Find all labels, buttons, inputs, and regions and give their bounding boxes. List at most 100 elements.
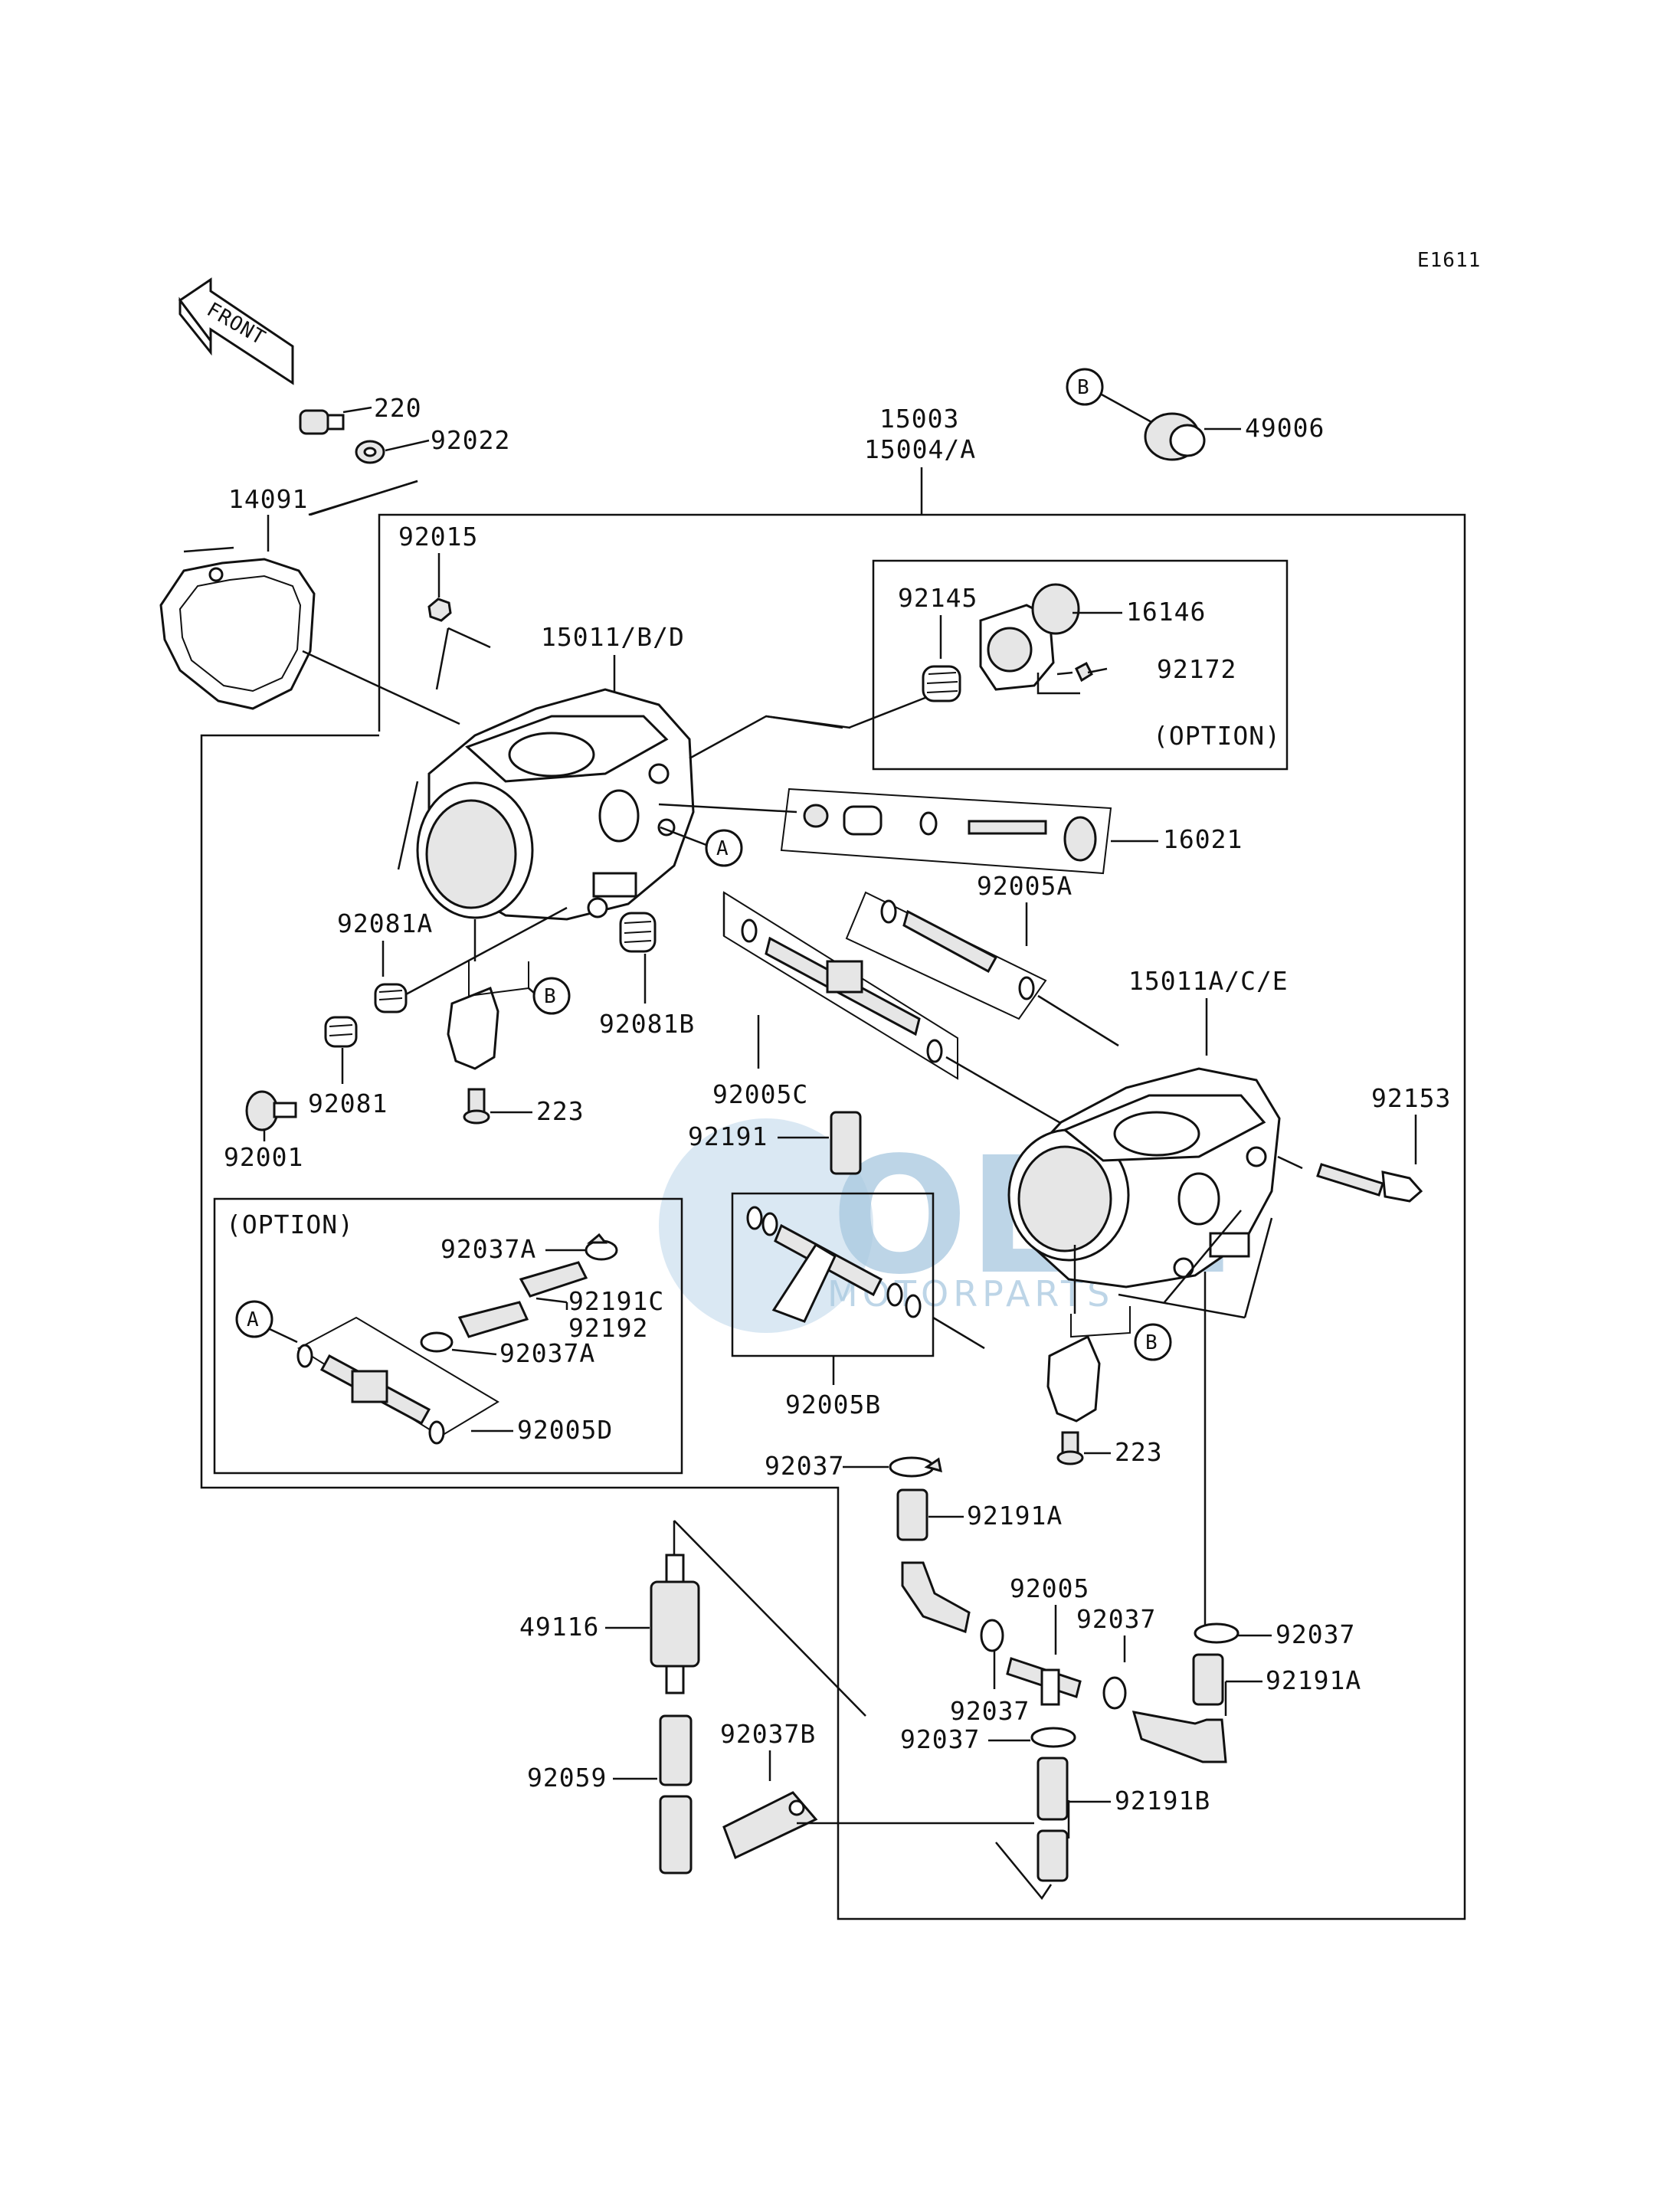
label-92037b: 92037B [720,1719,816,1749]
part-92037a-clip-2 [420,1331,454,1353]
label-92192: 92192 [568,1313,648,1343]
label-92191c: 92191C [568,1286,664,1316]
label-92081b: 92081B [599,1009,695,1039]
label-92037-5: 92037 [900,1724,980,1754]
label-92037-1: 92037 [765,1451,844,1481]
svg-text:A: A [716,837,729,860]
label-92037-2: 92037 [950,1696,1030,1726]
part-92005c-pipe [723,891,958,1080]
part-92037a-clip-1 [585,1233,618,1261]
label-92145: 92145 [898,583,978,613]
label-223b: 223 [1115,1437,1163,1467]
part-223-screw-left [463,1088,490,1125]
assembly-frame [200,467,1466,1920]
part-carburetor-left [416,688,695,921]
label-14091: 14091 [228,484,308,514]
label-92153: 92153 [1371,1083,1451,1113]
label-92005: 92005 [1010,1573,1089,1603]
part-92037-clip-5 [1030,1727,1076,1748]
label-92015: 92015 [398,522,478,552]
part-92001-bolt [245,1090,297,1131]
label-92022: 92022 [431,425,510,455]
part-bracket-right [1046,1306,1131,1423]
part-16021-shaft-kit [780,787,1112,875]
svg-text:B: B [544,985,557,1008]
diagram-code: E1611 [1417,249,1481,272]
part-92081-spring [324,1016,358,1048]
callout-b-right: B [1134,1323,1172,1361]
label-16146: 16146 [1126,597,1206,627]
callout-b-top: B [1066,368,1104,406]
option-label-bottom: (OPTION) [226,1210,354,1239]
part-223-screw-right [1056,1431,1084,1465]
option-box-top [872,559,1289,771]
part-220-bolt [299,406,372,435]
part-92005d-pipe [296,1316,499,1445]
label-92037-4: 92037 [1276,1619,1355,1649]
svg-text:B: B [1077,376,1090,399]
part-92022-washer [355,439,430,464]
label-92005d: 92005D [517,1415,613,1445]
part-92037-clip-2 [980,1619,1004,1652]
svg-text:A: A [247,1308,260,1331]
label-92005a: 92005A [977,871,1073,901]
part-bracket-left [447,961,529,1070]
label-92081a: 92081A [337,909,433,938]
label-92191a-1: 92191A [967,1501,1063,1531]
part-92153-bolt [1316,1163,1423,1203]
part-92191-tube [830,1111,862,1175]
option-label-top: (OPTION) [1153,721,1281,751]
part-92172-screw [1056,661,1108,683]
label-49006: 49006 [1245,413,1325,443]
label-92037a-1: 92037A [440,1234,536,1264]
label-92005c: 92005C [712,1079,808,1109]
label-92191b: 92191B [1115,1786,1210,1816]
label-15011ace: 15011A/C/E [1128,966,1289,996]
callout-b-left: B [532,977,571,1015]
part-92037-clip-3 [1102,1676,1127,1710]
option-box-bottom [213,1197,683,1475]
part-92081b-spring [619,912,657,953]
label-49116: 49116 [519,1612,599,1642]
part-92081a-spring [374,983,408,1013]
svg-text:B: B [1145,1331,1158,1354]
part-92192-tube [457,1301,529,1338]
part-92191b-hose [1036,1757,1069,1882]
label-92059: 92059 [527,1763,607,1793]
part-14091-cover [159,558,316,710]
part-92145-spring [922,665,961,702]
label-92001: 92001 [224,1142,303,1172]
label-92081: 92081 [308,1089,388,1118]
part-carburetor-right [1007,1067,1281,1288]
front-arrow-icon: FRONT [178,277,294,385]
part-92191c-tube [519,1261,588,1298]
part-92059-hose [659,1714,693,1874]
label-92037a-2: 92037A [499,1338,595,1368]
part-92037-clip-4 [1194,1622,1240,1644]
label-92191: 92191 [688,1121,768,1151]
label-220: 220 [374,393,422,423]
label-92005b: 92005B [785,1390,881,1419]
label-15004a: 15004/A [864,434,976,464]
label-92037-3: 92037 [1076,1604,1156,1634]
part-92005a-pipe [845,891,1047,1020]
part-92005b-pipe [731,1192,935,1357]
callout-a-mid: A [705,829,743,867]
part-92191a-hose-2 [1131,1653,1227,1763]
part-49006-cap [1144,412,1206,461]
part-92015-nut [427,598,452,622]
part-92037b-band [722,1791,818,1860]
part-92005-tee [1006,1657,1082,1706]
label-15011bd: 15011/B/D [541,622,685,652]
label-92172: 92172 [1157,654,1236,684]
callout-a-option: A [235,1300,273,1338]
label-15003: 15003 [879,404,959,434]
part-16146-cover [979,583,1080,691]
part-49116-filter [650,1554,700,1694]
label-223a: 223 [536,1096,585,1126]
label-16021: 16021 [1163,824,1243,854]
part-92037-clip-1 [889,1456,942,1478]
part-92191a-hose-1 [896,1488,971,1634]
label-92191a-2: 92191A [1266,1665,1361,1695]
